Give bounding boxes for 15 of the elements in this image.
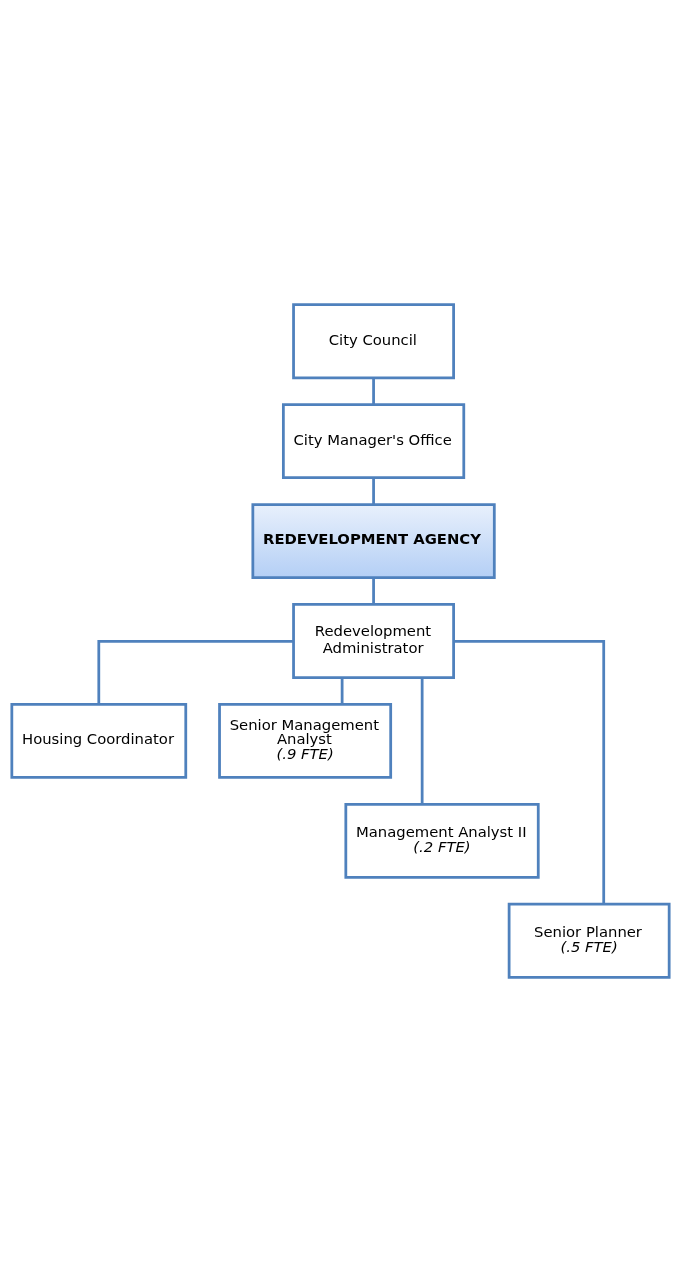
connector — [372, 577, 375, 605]
node-box: Management Analyst II (.2 FTE) — [344, 802, 540, 879]
node-box: City Manager's Office — [282, 403, 466, 480]
node-box: Senior Management Analyst (.9 FTE) — [218, 703, 393, 779]
node-box: Housing Coordinator — [10, 703, 188, 779]
node-box: Redevelopment Administrator — [292, 603, 455, 679]
connector — [97, 640, 294, 705]
connector — [453, 640, 606, 905]
node-box: City Council — [292, 303, 455, 380]
connector — [420, 677, 424, 805]
node-box: REDEVELOPMENT AGENCY — [251, 503, 496, 579]
connector — [372, 477, 375, 505]
node-box: Senior Planner (.5 FTE) — [507, 902, 671, 979]
connector — [372, 377, 375, 405]
connector — [340, 677, 344, 705]
